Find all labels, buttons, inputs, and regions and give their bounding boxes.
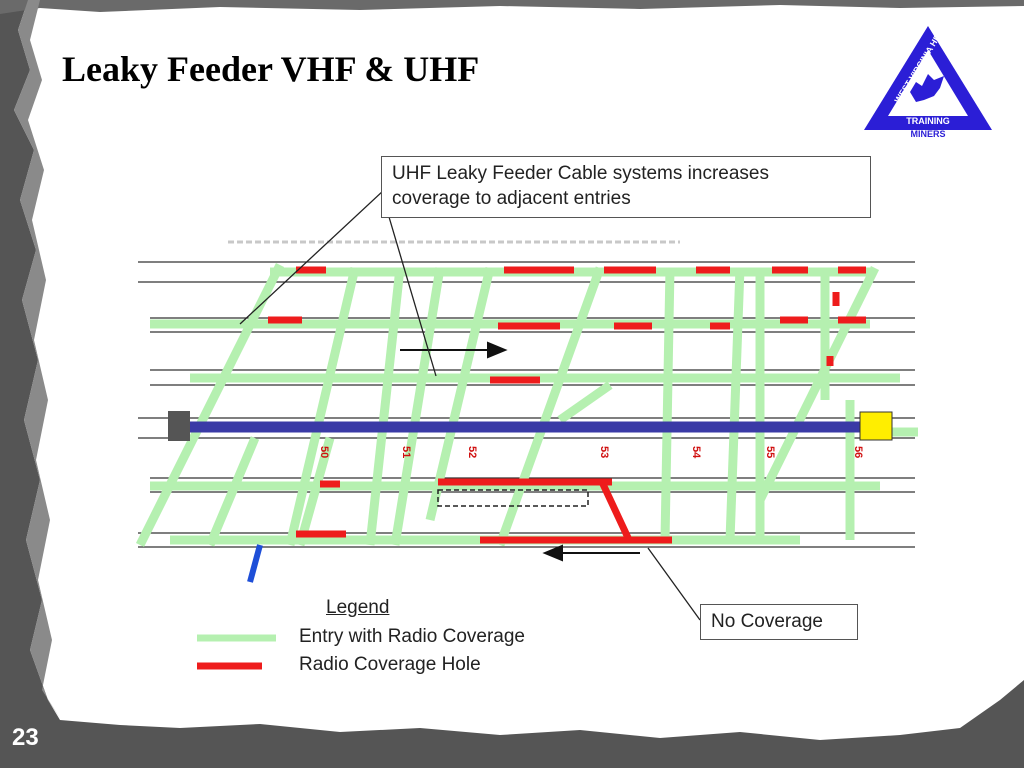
no-coverage-callout: No Coverage bbox=[700, 604, 858, 640]
legend-label-coverage: Entry with Radio Coverage bbox=[299, 626, 525, 647]
crosscut-label-52: 52 bbox=[466, 446, 478, 458]
callout-pointers bbox=[239, 189, 701, 621]
no-coverage-zone bbox=[437, 489, 589, 507]
crosscut-label-50: 50 bbox=[318, 446, 330, 458]
airflow-arrows bbox=[400, 341, 640, 562]
logo-text-bottom-1: TRAINING bbox=[906, 116, 950, 126]
uhf-callout-line-2: coverage to adjacent entries bbox=[392, 188, 631, 209]
entry-outlines bbox=[138, 261, 915, 548]
legend-heading: Legend bbox=[326, 597, 390, 618]
slide-number: 23 bbox=[12, 724, 39, 751]
amplifier-node bbox=[859, 411, 893, 441]
wv-health-safety-logo: WEST VIRGINIA HEALTH OFFICE OF SAFETY TR… bbox=[864, 22, 998, 139]
head-end-equipment bbox=[168, 411, 190, 441]
state-outline-icon bbox=[910, 74, 944, 102]
torn-edge-top bbox=[0, 0, 1024, 14]
crosscut-label-51: 51 bbox=[400, 446, 412, 458]
crosscut-label-55: 55 bbox=[764, 446, 776, 458]
slide-title: Leaky Feeder VHF & UHF bbox=[62, 49, 480, 89]
uhf-callout-line-1: UHF Leaky Feeder Cable systems increases bbox=[392, 163, 769, 184]
crosscut-label-56: 56 bbox=[852, 446, 864, 458]
logo-text-bottom-2: MINERS bbox=[910, 129, 945, 139]
coverage-holes bbox=[268, 266, 866, 544]
crosscut-label-54: 54 bbox=[690, 446, 702, 459]
uhf-coverage-callout: UHF Leaky Feeder Cable systems increases… bbox=[381, 156, 871, 218]
blue-conveyor-segment bbox=[247, 544, 263, 583]
legend-label-hole: Radio Coverage Hole bbox=[299, 654, 481, 675]
shadow-left bbox=[14, 0, 60, 718]
crosscut-label-53: 53 bbox=[598, 446, 610, 458]
crosscut-labels: 50 51 52 53 54 55 56 bbox=[318, 446, 864, 459]
coverage-crosscuts bbox=[135, 262, 880, 548]
